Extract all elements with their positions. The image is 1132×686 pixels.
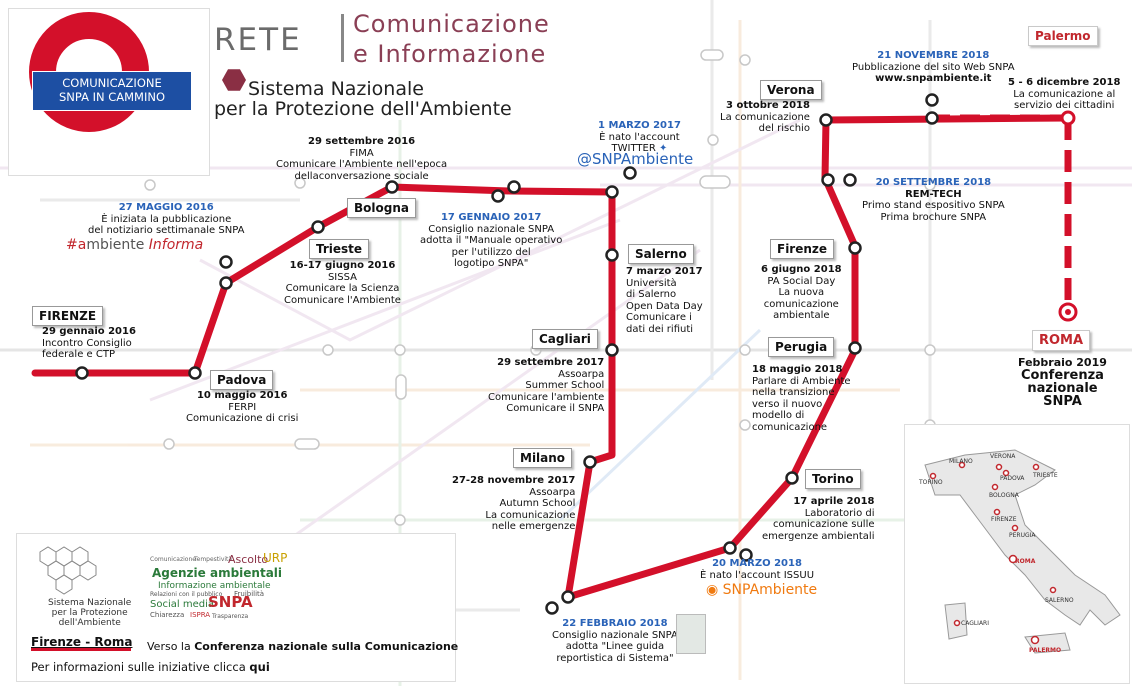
snpa-name-line2: per la Protezione dell'Ambiente: [214, 98, 512, 120]
station-salerno: [605, 248, 619, 262]
station-firenze-2018: [848, 241, 862, 255]
twitter-handle[interactable]: @SNPAmbiente: [577, 150, 694, 168]
station-label-padova[interactable]: Padova: [210, 370, 274, 390]
issuu-icon: ◉: [706, 582, 719, 598]
station-twitter: [623, 166, 637, 180]
station-trieste: [311, 220, 325, 234]
snpa-name-line1: Sistema Nazionale: [248, 78, 424, 100]
legend-description: Verso la Conferenza nazionale sulla Comu…: [147, 640, 459, 653]
snpa-hexagon-logo: [39, 546, 97, 595]
rete-title: RETE: [214, 22, 302, 58]
ambiente-informa-logo: #ambiente Informa: [66, 237, 204, 253]
legend-info: Per informazioni sulle iniziative clicca…: [31, 660, 270, 674]
station-label-salerno[interactable]: Salerno: [628, 244, 694, 264]
guideline-document-icon[interactable]: [676, 614, 706, 654]
station-label-roma[interactable]: ROMA: [1032, 330, 1091, 351]
roundel-title: COMUNICAZIONE SNPA IN CAMMINO: [32, 71, 192, 111]
header-panel: COMUNICAZIONE SNPA IN CAMMINO: [8, 8, 210, 176]
station-label-verona[interactable]: Verona: [760, 80, 822, 100]
station-label-bologna[interactable]: Bologna: [347, 198, 416, 218]
station-remtech: [843, 173, 857, 187]
info-link[interactable]: qui: [249, 660, 270, 674]
station-verona: [819, 113, 833, 127]
italy-city-label: TORINO: [918, 479, 943, 486]
italy-city-label: CAGLIARI: [961, 620, 989, 627]
italy-city-label: SALERNO: [1045, 597, 1074, 604]
station-maggio-2016: [219, 276, 233, 290]
title-line1: Comunicazione: [353, 10, 550, 38]
legend-title: Firenze - Roma: [31, 635, 133, 649]
station-gennaio-2017: [507, 180, 521, 194]
italy-city-label: PADOVA: [1000, 475, 1025, 482]
legend-panel: [16, 533, 456, 682]
station-label-firenze-2016[interactable]: FIRENZE: [32, 306, 104, 326]
legend-red-line: [31, 647, 131, 651]
station-firenze-2016: [75, 366, 89, 380]
italy-map: VERONA MILANO PADOVA TRIESTE TORINO BOLOGNA FI…: [918, 449, 1121, 654]
station-label-trieste[interactable]: Trieste: [309, 239, 370, 259]
issuu-handle[interactable]: ◉ SNPAmbiente: [706, 582, 818, 598]
station-label-firenze-2018[interactable]: Firenze: [770, 239, 835, 259]
twitter-bird-icon: ✦: [658, 143, 668, 154]
station-label-palermo[interactable]: Palermo: [1028, 26, 1098, 46]
title-divider: [341, 14, 344, 62]
snpa-logo-icon: [222, 69, 246, 91]
station-milano: [583, 455, 597, 469]
station-issuu: [739, 548, 753, 562]
station-label-torino[interactable]: Torino: [805, 469, 861, 489]
italy-city-label: PERUGIA: [1009, 532, 1036, 539]
title-line2: e Informazione: [353, 40, 547, 68]
station-label-perugia[interactable]: Perugia: [768, 337, 835, 357]
station-perugia: [848, 341, 862, 355]
station-torino: [785, 471, 799, 485]
italy-city-label: PALERMO: [1029, 647, 1061, 654]
italy-city-label: ROMA: [1015, 558, 1036, 565]
station-febbraio-2018: [561, 590, 575, 604]
italy-city-label: VERONA: [990, 453, 1016, 460]
station-bologna: [385, 180, 399, 194]
station-label-cagliari[interactable]: Cagliari: [532, 329, 598, 349]
italy-city-label: FIRENZE: [991, 516, 1017, 523]
italy-city-label: MILANO: [949, 458, 973, 465]
italy-city-label: TRIESTE: [1032, 472, 1058, 479]
station-cagliari: [605, 343, 619, 357]
station-padova: [188, 366, 202, 380]
station-novembre-2018: [925, 111, 939, 125]
station-label-milano[interactable]: Milano: [513, 448, 573, 468]
station-palermo: [1060, 110, 1076, 126]
word-cloud: Comunicazione Tempestività Ascolto URP A…: [150, 551, 288, 620]
italy-city-label: BOLOGNA: [989, 492, 1020, 499]
